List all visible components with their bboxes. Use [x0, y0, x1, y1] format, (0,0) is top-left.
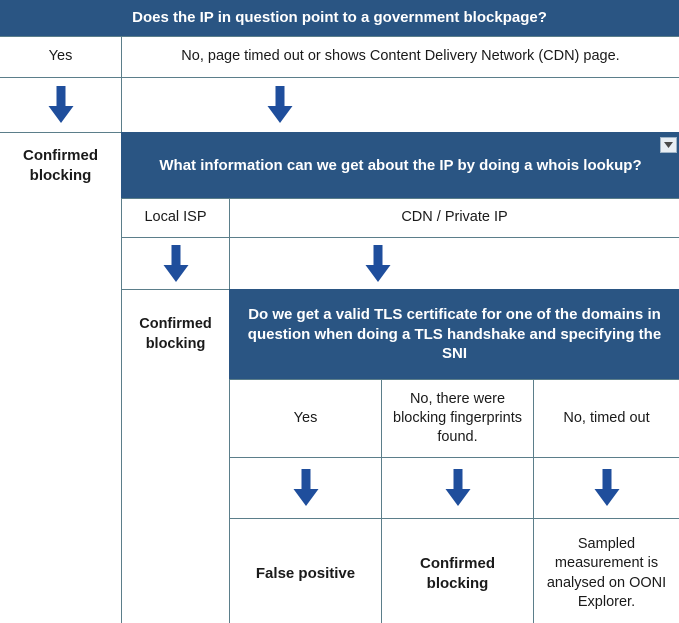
level3-option-timed-out: No, timed out	[533, 379, 679, 458]
down-arrow-icon	[48, 86, 73, 123]
level2-answer-local-isp: Local ISP	[121, 198, 230, 238]
down-arrow-icon	[365, 244, 390, 282]
down-arrow-icon	[163, 244, 188, 282]
level3-spacer-cell	[121, 379, 230, 458]
level1-no-arrow-cell	[121, 77, 679, 133]
level3-option-yes: Yes	[229, 379, 382, 458]
level3-yes-arrow-cell	[229, 457, 382, 519]
level3-arrow-spacer-cell	[121, 457, 230, 519]
level2-outcome-confirmed-blocking: Confirmed blocking	[121, 289, 230, 380]
down-arrow-icon	[293, 469, 318, 506]
level2-question-banner: What information can we get about the IP…	[121, 132, 679, 199]
level3-outcome-false-positive: False positive	[229, 518, 382, 623]
level2-answer-cdn: CDN / Private IP	[229, 198, 679, 238]
level3-question-banner: Do we get a valid TLS certificate for on…	[229, 289, 679, 380]
level3-outcome-sampled-measurement: Sampled measurement is analysed on OONI …	[533, 518, 679, 623]
level1-answer-no: No, page timed out or shows Content Deli…	[121, 36, 679, 78]
level2-cdn-arrow-cell	[229, 237, 679, 290]
level3-option-blocking-fingerprints: No, there were blocking fingerprints fou…	[381, 379, 534, 458]
level3-fingerprints-arrow-cell	[381, 457, 534, 519]
level1-question-banner: Does the IP in question point to a gover…	[0, 0, 679, 36]
level3-outcome-spacer-cell	[121, 518, 230, 623]
filter-dropdown-button[interactable]	[660, 137, 677, 153]
level1-outcome-confirmed-blocking: Confirmed blocking	[0, 132, 122, 199]
down-arrow-icon	[445, 469, 470, 506]
level3-timedout-arrow-cell	[533, 457, 679, 519]
down-arrow-icon	[267, 86, 292, 123]
chevron-down-icon	[664, 142, 673, 148]
level3-outcome-confirmed-blocking: Confirmed blocking	[381, 518, 534, 623]
down-arrow-icon	[594, 469, 619, 506]
level1-yes-arrow-cell	[0, 77, 122, 133]
level1-answer-yes: Yes	[0, 36, 122, 78]
level2-local-isp-arrow-cell	[121, 237, 230, 290]
left-column-empty-area	[0, 198, 122, 623]
